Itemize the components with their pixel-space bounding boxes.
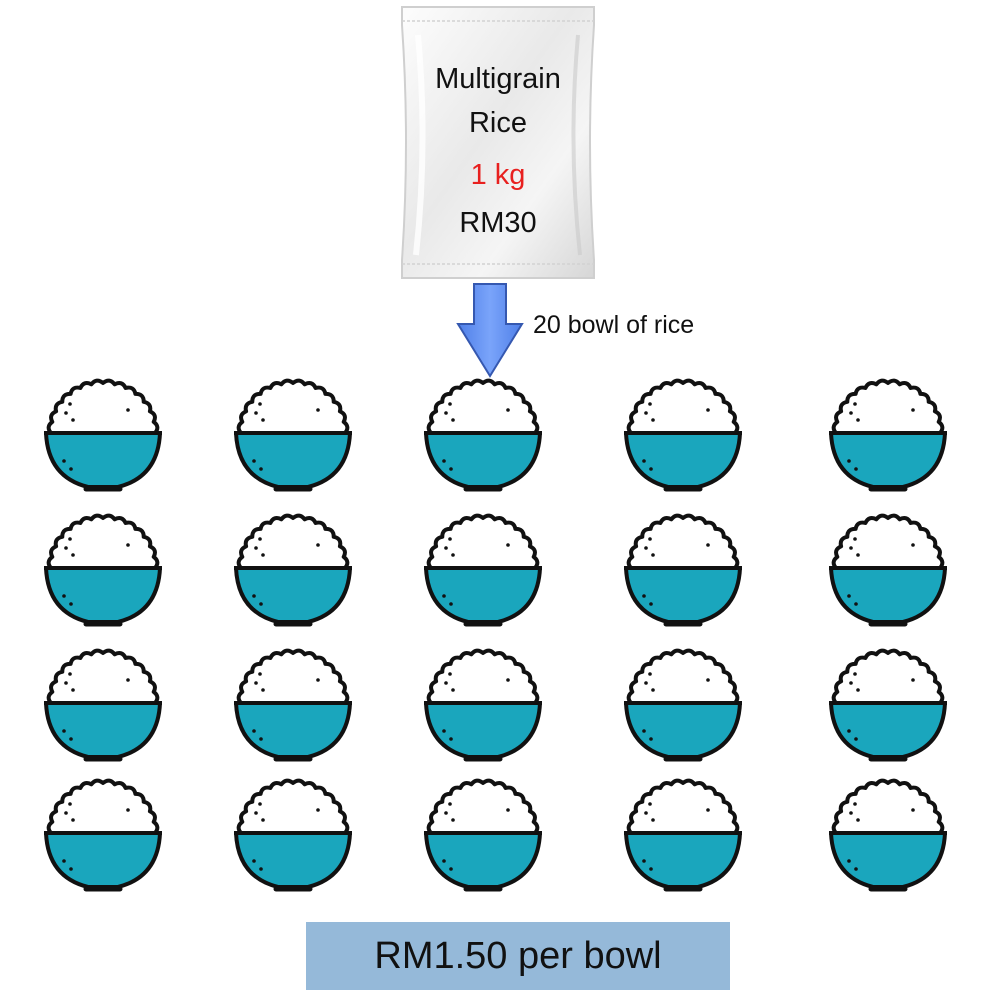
- rice-bowl-icon: [424, 778, 542, 892]
- rice-bowl-icon: [234, 648, 352, 762]
- rice-bowl-icon: [424, 513, 542, 627]
- rice-bowl-icon: [234, 378, 352, 492]
- rice-bowl-icon: [829, 378, 947, 492]
- conversion-label: 20 bowl of rice: [533, 311, 695, 339]
- rice-bowl-icon: [44, 648, 162, 762]
- rice-bowl-icon: [44, 378, 162, 492]
- package-price: RM30: [459, 207, 537, 239]
- price-per-bowl-label: RM1.50 per bowl: [374, 935, 662, 977]
- price-per-bowl-box: RM1.50 per bowl: [306, 922, 730, 990]
- rice-bowl-icon: [829, 513, 947, 627]
- rice-package: Multigrain Rice 1 kg RM30: [398, 5, 598, 280]
- package-name-line2: Rice: [468, 107, 527, 139]
- rice-bowl-icon: [44, 513, 162, 627]
- rice-bowl-icon: [624, 378, 742, 492]
- rice-bowl-icon: [44, 778, 162, 892]
- rice-bowl-icon: [424, 648, 542, 762]
- package-weight: 1 kg: [470, 159, 526, 191]
- rice-bowl-icon: [624, 648, 742, 762]
- rice-bowl-icon: [624, 513, 742, 627]
- rice-bowl-icon: [234, 513, 352, 627]
- rice-package-icon: [401, 6, 595, 279]
- rice-bowl-icon: [829, 648, 947, 762]
- package-name-line1: Multigrain: [435, 63, 561, 95]
- rice-bowl-icon: [624, 778, 742, 892]
- down-arrow-icon: [456, 283, 524, 378]
- rice-bowl-icon: [829, 778, 947, 892]
- rice-bowl-icon: [234, 778, 352, 892]
- rice-bowl-icon: [424, 378, 542, 492]
